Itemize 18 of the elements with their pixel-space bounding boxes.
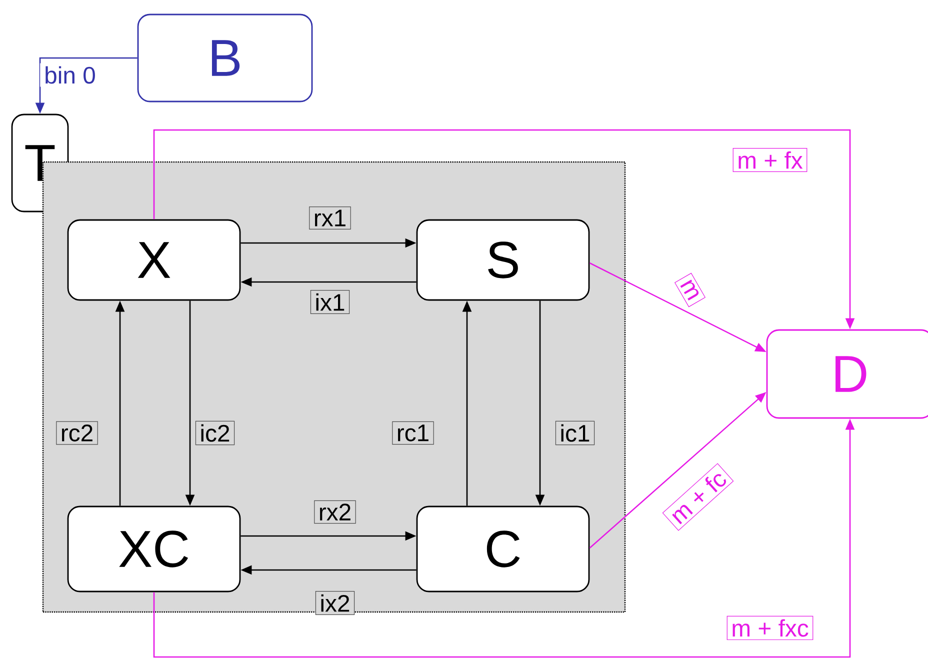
edge-label: rx2 <box>314 500 356 524</box>
edge-label: ic1 <box>555 420 595 446</box>
state-box: B <box>137 14 313 102</box>
state-box: X <box>67 219 241 301</box>
edge-label: m + fc <box>662 463 734 531</box>
state-box: C <box>416 506 590 592</box>
edge-label: ic2 <box>195 420 235 446</box>
state-box: S <box>416 219 590 301</box>
edge-label: rx1 <box>309 206 351 230</box>
state-box: D <box>766 329 928 419</box>
edge-label: ix2 <box>315 591 355 615</box>
state-box: XC <box>67 506 241 592</box>
edge-label: m + fx <box>732 148 808 172</box>
edge-label: m + fxc <box>726 616 814 640</box>
edge-label: ix1 <box>310 290 350 314</box>
edge-label: bin 0 <box>40 63 100 87</box>
edge-label: rc1 <box>392 421 434 445</box>
edge-label: rc2 <box>56 421 98 445</box>
